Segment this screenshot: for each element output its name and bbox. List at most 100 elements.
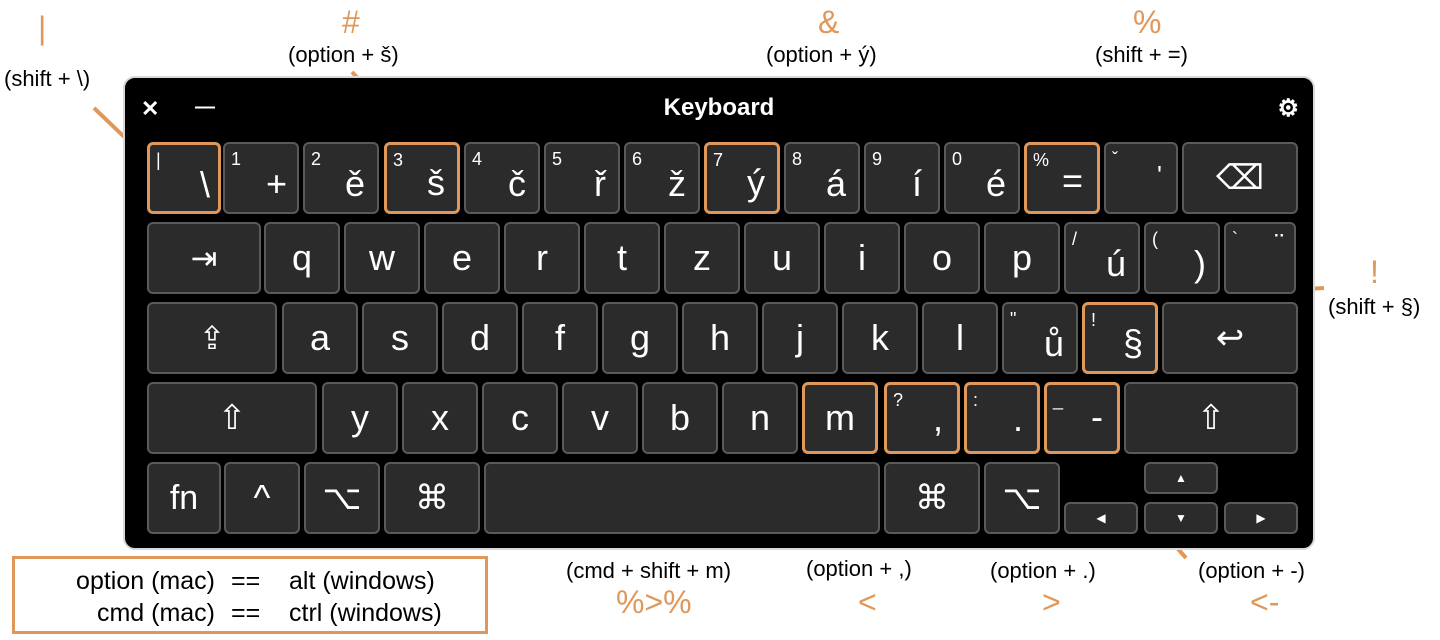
key-o[interactable]: o — [904, 222, 980, 294]
key-fn-label: fn — [169, 479, 199, 517]
key-equals[interactable]: % = — [1024, 142, 1100, 214]
key-shift-left[interactable]: ⇧ — [147, 382, 317, 454]
key-u-ring[interactable]: " ů — [1002, 302, 1078, 374]
key-arrow-down[interactable]: ▼ — [1144, 502, 1218, 534]
key-i[interactable]: i — [824, 222, 900, 294]
key-x-label: x — [431, 397, 449, 438]
key-y-label: y — [351, 397, 369, 438]
key-f[interactable]: f — [522, 302, 598, 374]
key-v[interactable]: v — [562, 382, 638, 454]
key-t[interactable]: t — [584, 222, 660, 294]
key-7-alt: 7 — [713, 150, 724, 170]
key-command-left[interactable]: ⌘ — [384, 462, 480, 534]
key-2[interactable]: 2 ě — [303, 142, 379, 214]
minimize-icon[interactable]: — — [195, 96, 215, 118]
key-5[interactable]: 5 ř — [544, 142, 620, 214]
key-option-left[interactable]: ⌥ — [304, 462, 380, 534]
key-section-main: § — [1122, 322, 1143, 363]
key-u-acute-alt: / — [1072, 229, 1078, 249]
key-6[interactable]: 6 ž — [624, 142, 700, 214]
key-o-label: o — [931, 237, 953, 278]
key-g[interactable]: g — [602, 302, 678, 374]
key-0[interactable]: 0 é — [944, 142, 1020, 214]
key-d[interactable]: d — [442, 302, 518, 374]
key-capslock[interactable]: ⇪ — [147, 302, 277, 374]
key-grave[interactable]: ` ¨ — [1224, 222, 1296, 294]
key-period[interactable]: : . — [964, 382, 1040, 454]
key-q[interactable]: q — [264, 222, 340, 294]
key-z[interactable]: z — [664, 222, 740, 294]
key-m[interactable]: m — [802, 382, 878, 454]
key-3[interactable]: 3 š — [384, 142, 460, 214]
key-shift-right[interactable]: ⇧ — [1124, 382, 1298, 454]
key-comma[interactable]: ? , — [884, 382, 960, 454]
key-9-alt: 9 — [872, 149, 883, 169]
key-l[interactable]: l — [922, 302, 998, 374]
key-arrow-left[interactable]: ◀ — [1064, 502, 1138, 534]
legend-box: option (mac) == alt (windows) cmd (mac) … — [12, 556, 488, 634]
key-backslash[interactable]: | \ — [147, 142, 221, 214]
legend-cmd-win: ctrl (windows) — [289, 599, 442, 627]
key-minus[interactable]: _ - — [1044, 382, 1120, 454]
key-paren[interactable]: ( ) — [1144, 222, 1220, 294]
arrow-right-icon: ▶ — [1256, 511, 1266, 525]
key-e[interactable]: e — [424, 222, 500, 294]
key-caron-alt: ˇ — [1112, 149, 1118, 169]
legend-option-mac: option (mac) — [76, 567, 215, 595]
key-s[interactable]: s — [362, 302, 438, 374]
annotation-amp-combo: (option + ý) — [766, 42, 877, 67]
key-option-right[interactable]: ⌥ — [984, 462, 1060, 534]
key-n[interactable]: n — [722, 382, 798, 454]
key-j[interactable]: j — [762, 302, 838, 374]
key-k[interactable]: k — [842, 302, 918, 374]
key-delete[interactable]: ⌫ — [1182, 142, 1298, 214]
annotation-gt-symbol: > — [1042, 584, 1061, 620]
key-u[interactable]: u — [744, 222, 820, 294]
key-d-label: d — [469, 317, 491, 358]
key-7-main: ý — [747, 162, 765, 203]
key-a[interactable]: a — [282, 302, 358, 374]
key-u-acute[interactable]: / ú — [1064, 222, 1140, 294]
key-4[interactable]: 4 č — [464, 142, 540, 214]
shift-icon: ⇧ — [1196, 399, 1226, 437]
key-caron[interactable]: ˇ ' — [1104, 142, 1178, 214]
key-y[interactable]: y — [322, 382, 398, 454]
key-1[interactable]: 1 + — [223, 142, 299, 214]
gear-icon[interactable]: ⚙ — [1277, 95, 1299, 122]
key-control[interactable]: ^ — [224, 462, 300, 534]
key-4-main: č — [508, 163, 526, 204]
key-4-alt: 4 — [472, 149, 483, 169]
key-arrow-right[interactable]: ▶ — [1224, 502, 1298, 534]
key-period-alt: : — [973, 390, 979, 410]
annotation-percent-symbol: % — [1133, 4, 1162, 40]
key-w[interactable]: w — [344, 222, 420, 294]
key-c[interactable]: c — [482, 382, 558, 454]
key-p[interactable]: p — [984, 222, 1060, 294]
close-icon[interactable]: ✕ — [141, 96, 160, 121]
key-7[interactable]: 7 ý — [704, 142, 780, 214]
legend-cmd-eq: == — [231, 599, 261, 627]
key-q-label: q — [291, 237, 313, 278]
annotation-pipe-op-symbol: %>% — [616, 584, 692, 620]
key-r[interactable]: r — [504, 222, 580, 294]
key-0-alt: 0 — [952, 149, 963, 169]
key-space[interactable] — [484, 462, 880, 534]
annotation-gt-combo: (option + .) — [990, 558, 1096, 583]
key-equals-alt: % — [1033, 150, 1050, 170]
key-t-label: t — [616, 237, 627, 278]
key-backslash-alt: | — [156, 150, 161, 170]
key-h[interactable]: h — [682, 302, 758, 374]
key-a-label: a — [309, 317, 331, 358]
key-fn[interactable]: fn — [147, 462, 221, 534]
key-tab[interactable]: ⇥ — [147, 222, 261, 294]
key-b[interactable]: b — [642, 382, 718, 454]
key-8[interactable]: 8 á — [784, 142, 860, 214]
annotation-pipe-combo: (shift + \) — [4, 66, 91, 91]
key-command-right[interactable]: ⌘ — [884, 462, 980, 534]
key-section[interactable]: ! § — [1082, 302, 1158, 374]
key-arrow-up[interactable]: ▲ — [1144, 462, 1218, 494]
key-return[interactable]: ↩ — [1162, 302, 1298, 374]
key-s-label: s — [391, 317, 409, 358]
key-9[interactable]: 9 í — [864, 142, 940, 214]
key-x[interactable]: x — [402, 382, 478, 454]
